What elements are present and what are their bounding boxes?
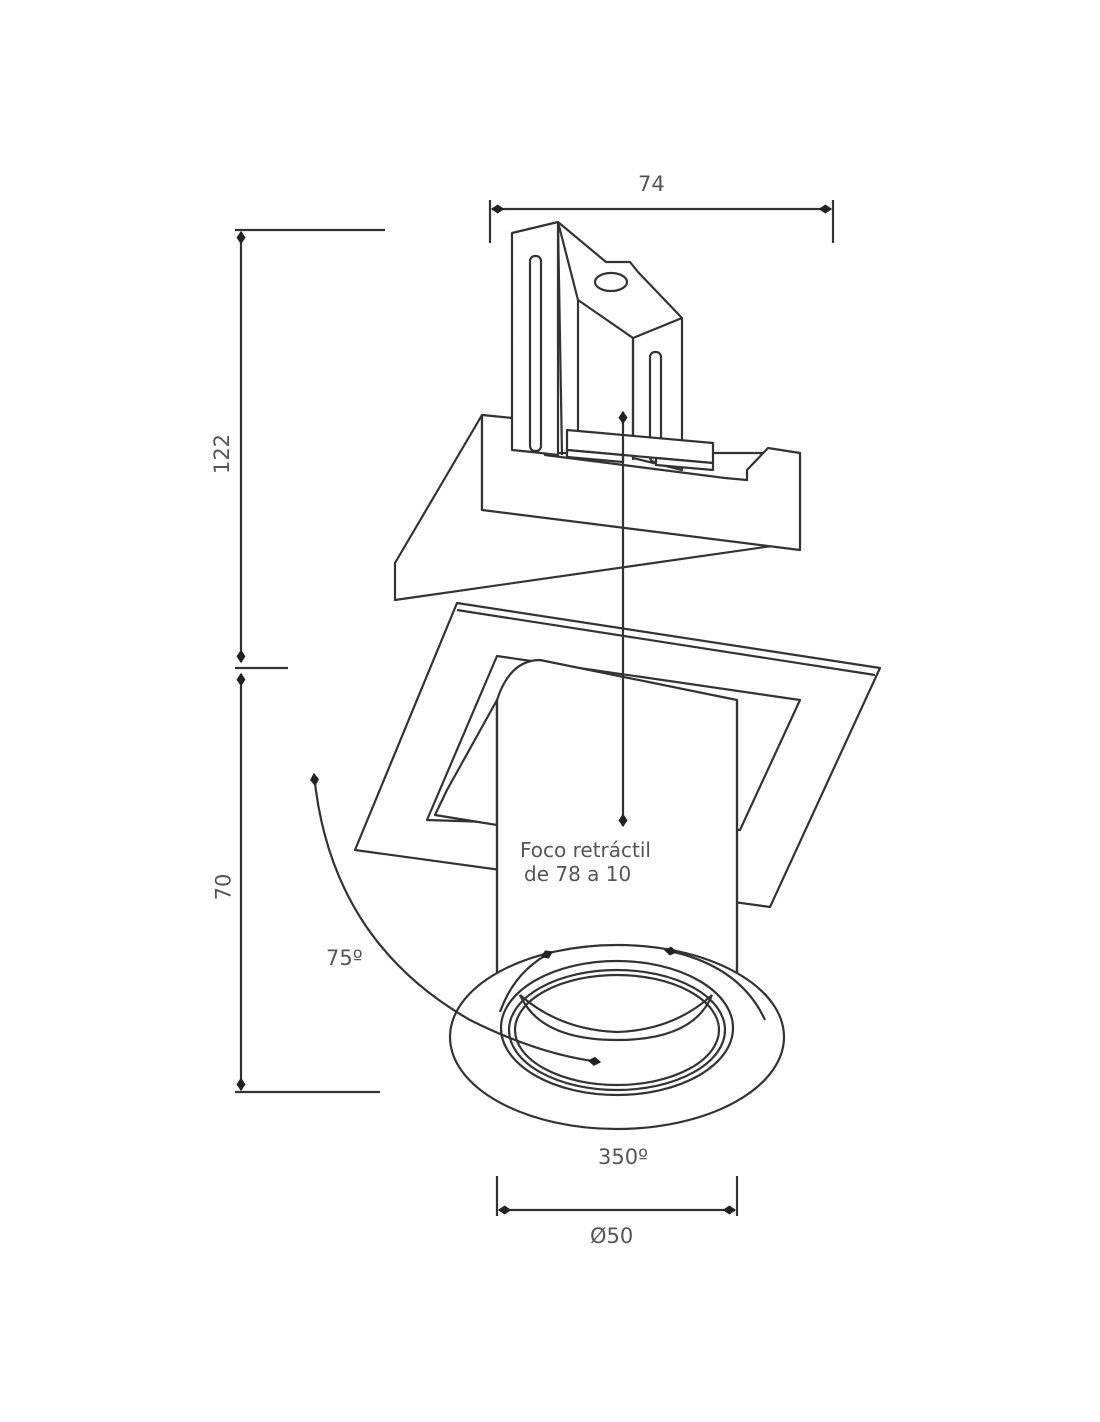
height-lower-label: 70 xyxy=(211,873,236,901)
height-upper-label: 122 xyxy=(210,433,235,475)
rotation-arrow-left xyxy=(498,950,554,1013)
diameter-label: Ø50 xyxy=(590,1224,634,1248)
screw-hole-icon xyxy=(593,271,629,293)
rotation-arrow-right xyxy=(663,946,767,1021)
tilt-arc-arrow xyxy=(310,772,602,1066)
retract-label-line1: Foco retráctil xyxy=(520,838,651,862)
dimension-diameter-50 xyxy=(495,1176,739,1216)
width-label: 74 xyxy=(638,172,665,196)
retract-label-line2: de 78 a 10 xyxy=(524,862,632,886)
mounting-bracket xyxy=(510,220,715,472)
dimension-width-74 xyxy=(488,200,835,243)
tilt-angle-label: 75º xyxy=(326,946,363,970)
dimension-height xyxy=(235,228,385,1094)
rotation-angle-label: 350º xyxy=(598,1145,648,1169)
spot-flange xyxy=(448,943,786,1131)
